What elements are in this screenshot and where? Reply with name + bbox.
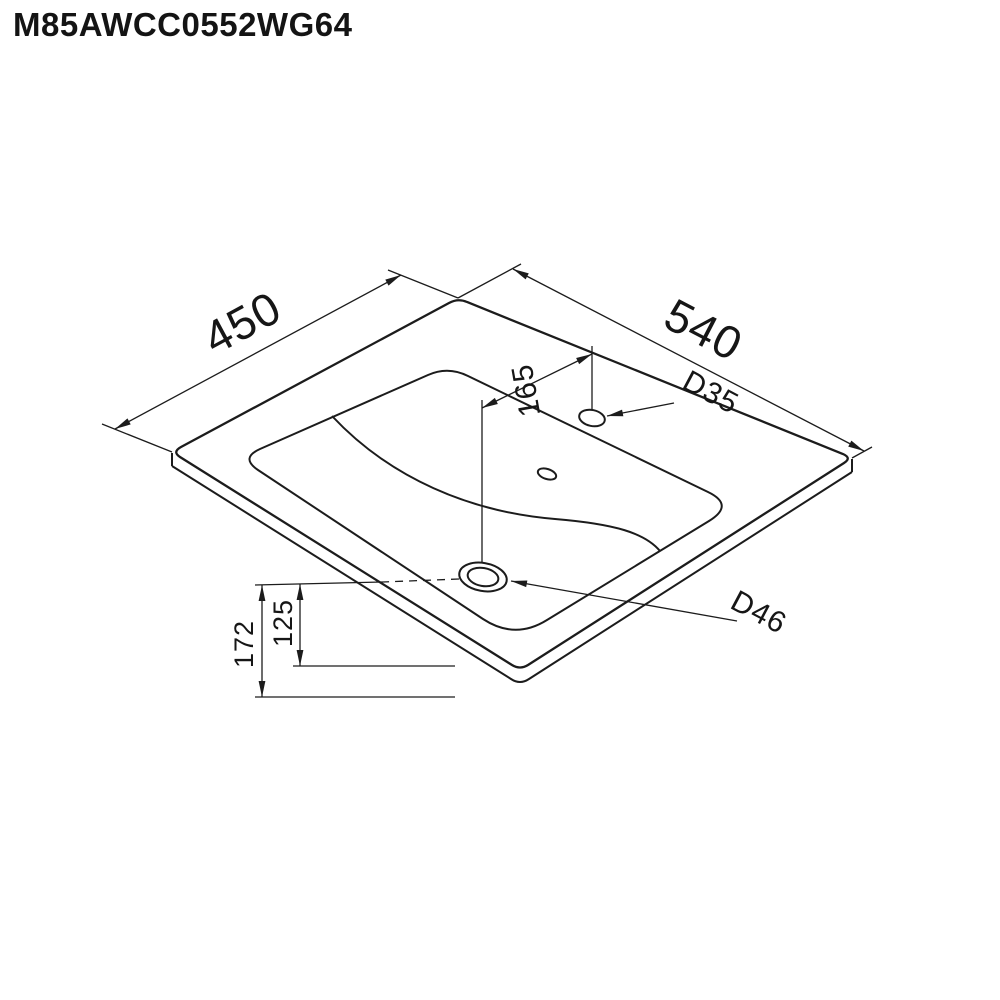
product-code: M85AWCC0552WG64 [13, 6, 353, 43]
leader-d35-line [606, 402, 675, 417]
leader-d46-label: D46 [725, 584, 792, 640]
leader-d46-line [510, 580, 738, 622]
dim-540-ext-right [851, 446, 873, 459]
dim-540-ext-left [457, 263, 522, 299]
faucet-hole [578, 408, 606, 428]
leader-d35-label: D35 [677, 364, 744, 420]
sink-bottom-thickness-edge [171, 465, 853, 683]
dim-450-line [114, 274, 402, 430]
dim-172-label: 172 [229, 620, 259, 668]
drain-hole-inner [466, 566, 500, 588]
drain-centerline [254, 581, 384, 586]
dim-125-label: 125 [268, 599, 298, 647]
bowl-curve [331, 415, 661, 552]
dim-540-line [512, 268, 865, 452]
sink-inner-rim [248, 369, 723, 631]
drain-centerline-hidden [382, 578, 460, 583]
dim-165-label: 165 [506, 361, 548, 419]
dim-540-label: 540 [656, 288, 751, 371]
overflow-hole [536, 467, 558, 481]
sink-outer-rim [175, 299, 849, 669]
dim-165-line [481, 353, 593, 409]
dim-450-ext-left [101, 423, 173, 453]
dim-450-label: 450 [195, 281, 290, 365]
dim-450-ext-right [387, 269, 459, 299]
drain-hole-outer [458, 561, 508, 593]
